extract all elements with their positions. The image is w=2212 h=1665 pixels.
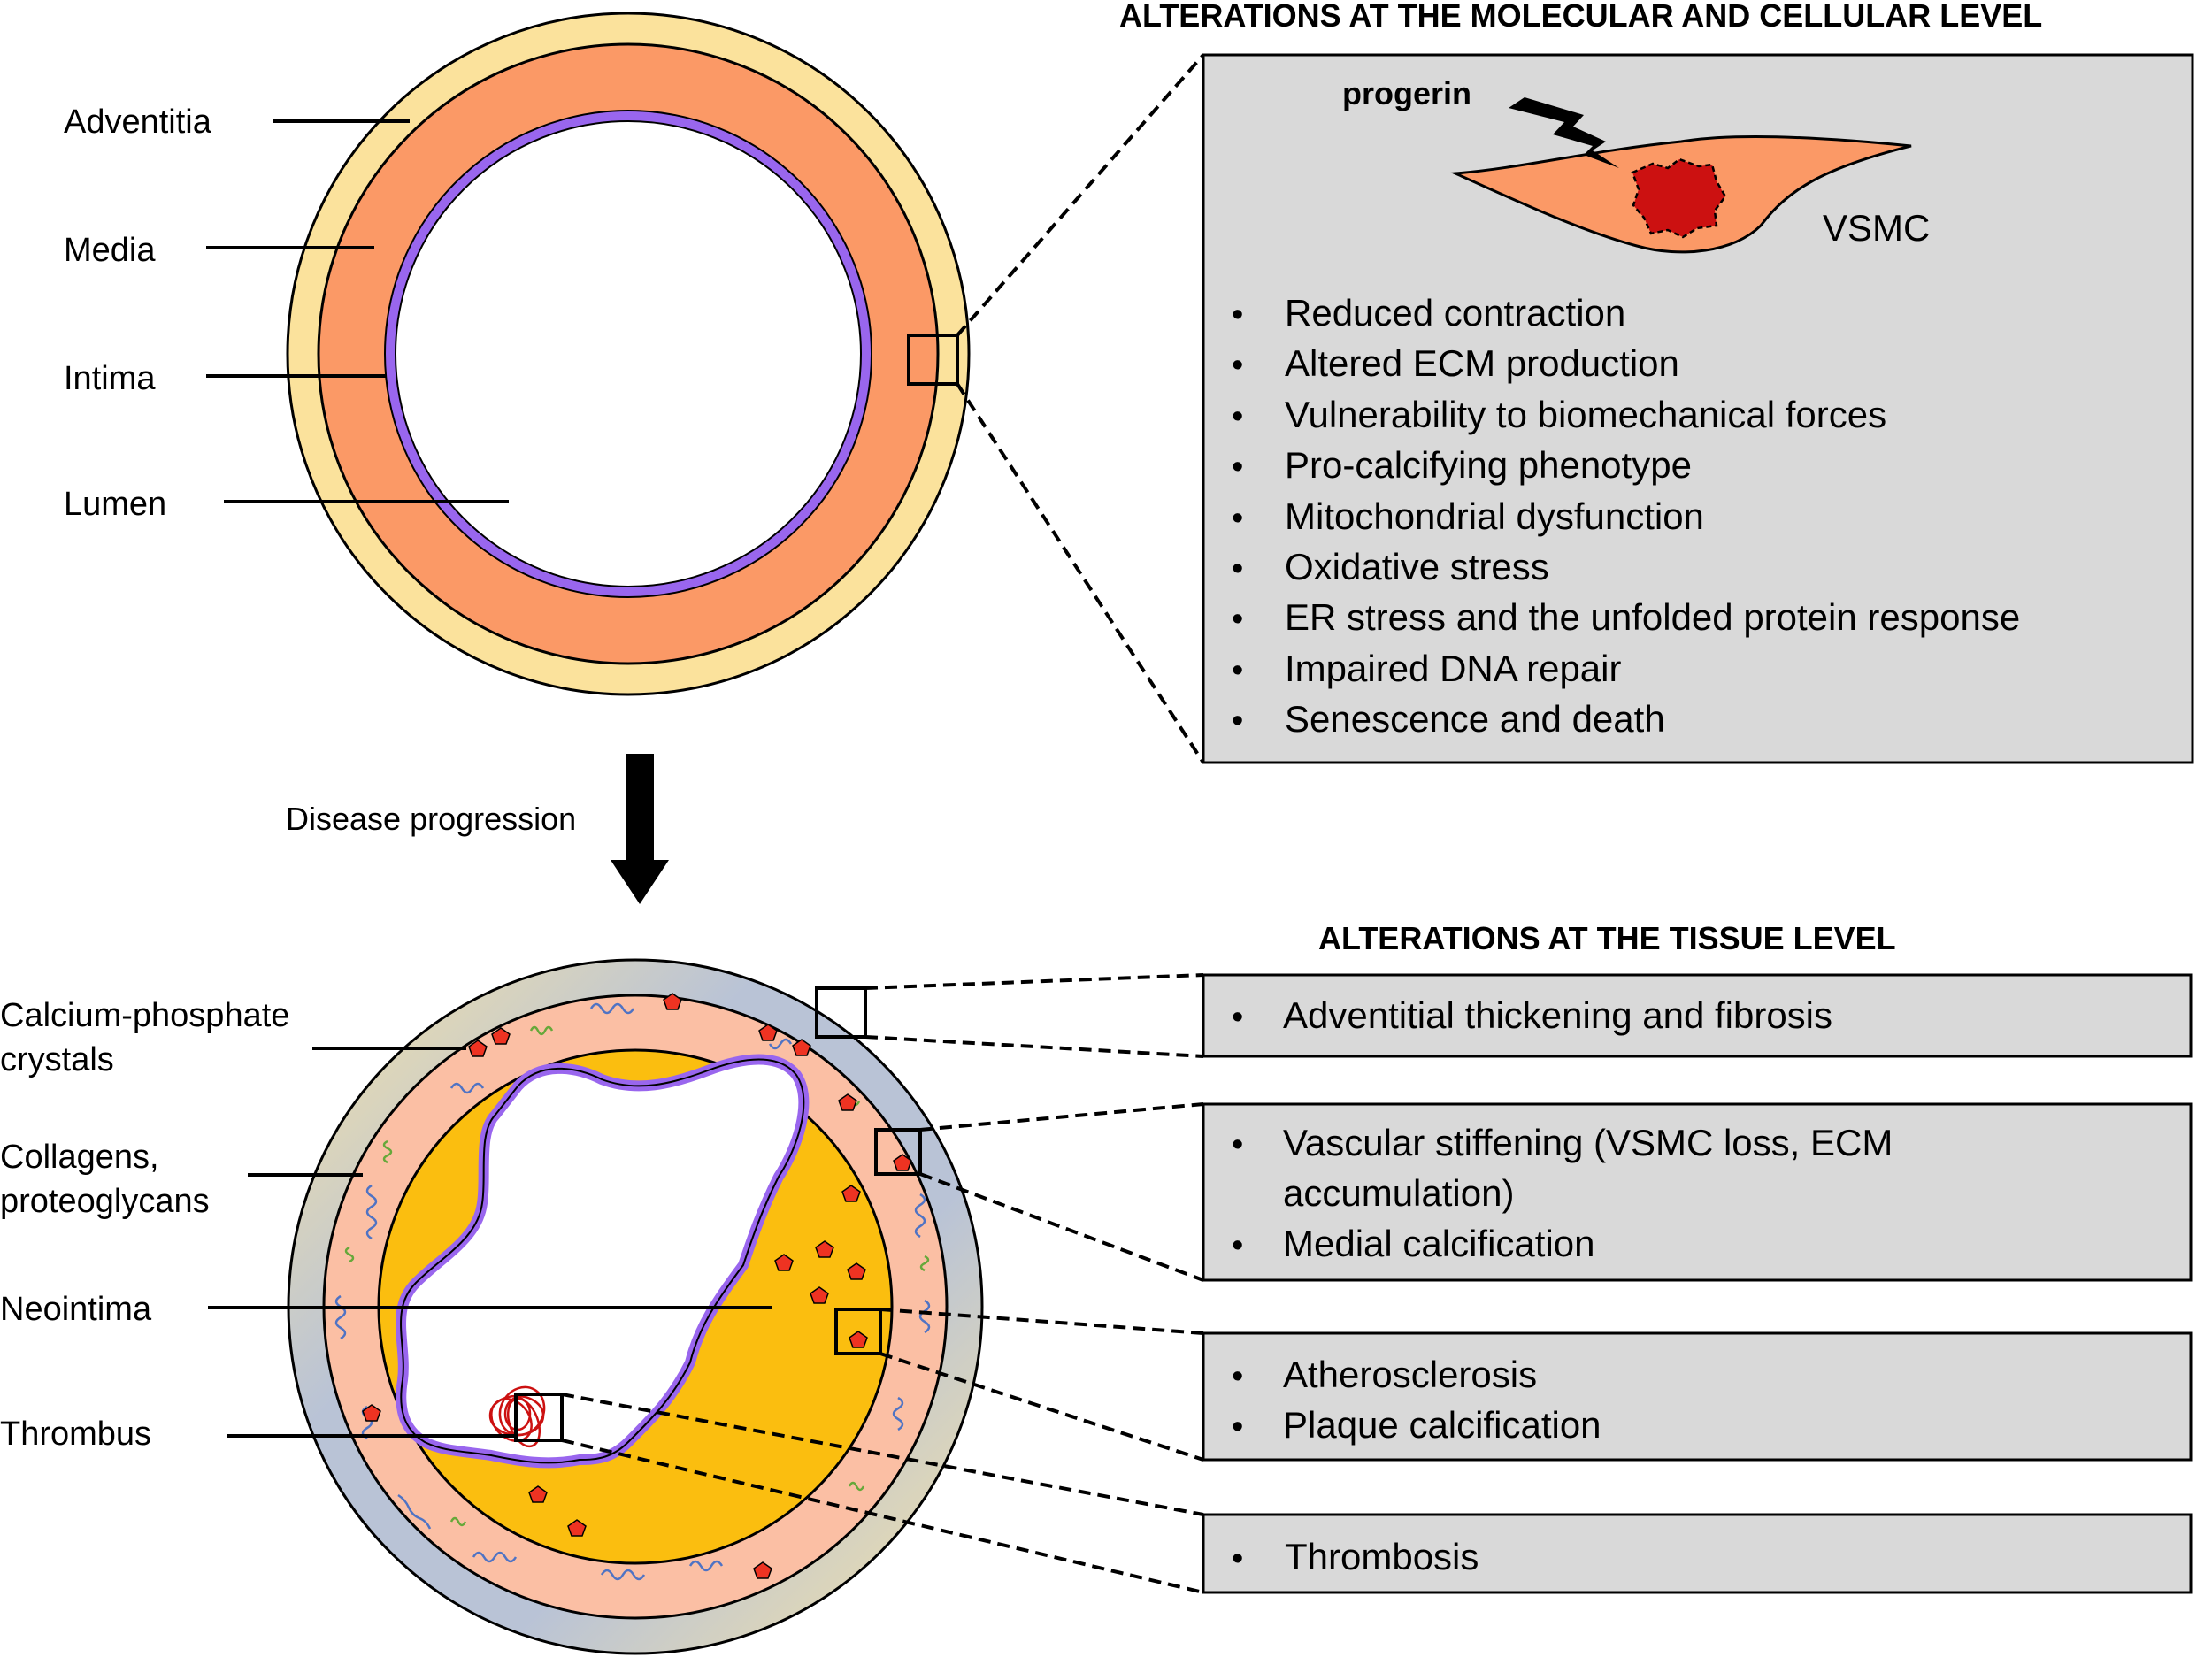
list-item-bullet: • — [1232, 999, 1243, 1036]
healthy-vessel — [286, 12, 971, 696]
tissue-box-4: • Thrombosis — [1202, 1513, 2193, 1594]
diseased-lumen-outline — [400, 1058, 805, 1464]
list-item-bullet: • — [1232, 296, 1243, 334]
list-item: Mitochondrial dysfunction — [1285, 495, 1704, 537]
list-item: Medial calcification — [1283, 1223, 1595, 1264]
healthy-labels: Adventitia Media Intima Lumen — [64, 104, 509, 523]
vsmc-illustration: progerin VSMC — [1342, 75, 1930, 254]
list-item-bullet: • — [1232, 398, 1243, 435]
collagen-label-line1: Collagens, — [0, 1139, 159, 1176]
collagen-fibers — [334, 1002, 931, 1581]
list-item-bullet: • — [1232, 601, 1243, 638]
list-item-bullet: • — [1232, 1358, 1243, 1395]
progerin-label: progerin — [1342, 75, 1471, 111]
list-item: Vulnerability to biomechanical forces — [1285, 394, 1886, 435]
list-item: Oxidative stress — [1285, 546, 1549, 587]
list-item: Thrombosis — [1285, 1536, 1479, 1577]
list-item: Pro-calcifying phenotype — [1285, 444, 1692, 486]
list-item: Plaque calcification — [1283, 1404, 1601, 1446]
progression-arrow: Disease progression — [286, 754, 669, 904]
list-item: ER stress and the unfolded protein respo… — [1285, 596, 2020, 638]
thrombus-label: Thrombus — [0, 1416, 151, 1453]
list-item: Impaired DNA repair — [1285, 648, 1621, 689]
lumen-label: Lumen — [64, 486, 166, 523]
tissue-box-2: • Vascular stiffening (VSMC loss, ECM ac… — [1202, 1102, 2193, 1282]
list-item-bullet: • — [1232, 1408, 1243, 1446]
list-item: Altered ECM production — [1285, 342, 1679, 384]
list-item: Adventitial thickening and fibrosis — [1283, 994, 1832, 1036]
list-item: Atherosclerosis — [1283, 1354, 1537, 1395]
list-item-bullet: • — [1232, 347, 1243, 384]
collagen-label-line2: proteoglycans — [0, 1183, 210, 1220]
list-item: Senescence and death — [1285, 698, 1665, 740]
tissue-zoom-box-4 — [514, 1393, 564, 1442]
molecular-panel-heading: ALTERATIONS AT THE MOLECULAR AND CELLULA… — [1119, 0, 2042, 34]
adventitia-label: Adventitia — [64, 104, 212, 141]
list-item-bullet: • — [1232, 449, 1243, 486]
vsmc-label: VSMC — [1823, 207, 1930, 249]
progression-label: Disease progression — [286, 801, 576, 837]
media-label: Media — [64, 232, 156, 269]
lumen — [395, 120, 862, 587]
list-item-bullet: • — [1232, 702, 1243, 740]
arrow-down-icon — [611, 860, 669, 904]
neointima-label: Neointima — [0, 1291, 152, 1328]
calcium-crystals — [362, 993, 912, 1579]
tissue-box-3: • Atherosclerosis • Plaque calcification — [1202, 1331, 2193, 1462]
molecular-zoom-box — [907, 334, 959, 386]
tissue-box-1: • Adventitial thickening and fibrosis — [1202, 973, 2193, 1058]
calcium-label-line2: crystals — [0, 1041, 114, 1078]
list-item: Vascular stiffening (VSMC loss, ECM — [1283, 1122, 1893, 1163]
tissue-zoom-box-1 — [815, 986, 867, 1039]
lightning-bolt-icon — [1509, 97, 1619, 168]
molecular-list: • Reduced contraction • Altered ECM prod… — [1232, 292, 2020, 740]
molecular-zoom-line-top — [956, 53, 1205, 337]
list-item-bullet: • — [1232, 500, 1243, 537]
list-item-bullet: • — [1232, 1540, 1243, 1577]
diseased-labels: Calcium-phosphate crystals Collagens, pr… — [0, 997, 772, 1453]
tissue-zoom-box-3 — [834, 1308, 882, 1355]
list-item-bullet: • — [1232, 1126, 1243, 1163]
tissue-zoom-box-2 — [874, 1128, 922, 1176]
list-item-bullet: • — [1232, 550, 1243, 587]
list-item: Reduced contraction — [1285, 292, 1625, 334]
tissue-panel-heading: ALTERATIONS AT THE TISSUE LEVEL — [1318, 920, 1896, 956]
tissue-zoom-lines — [561, 973, 1204, 1594]
intima-label: Intima — [64, 360, 156, 397]
calcium-label-line1: Calcium-phosphate — [0, 997, 289, 1034]
molecular-zoom-line-bottom — [956, 382, 1205, 764]
list-item-bullet: • — [1232, 652, 1243, 689]
list-item-continuation: accumulation) — [1283, 1172, 1514, 1214]
arrow-shaft — [626, 754, 654, 860]
progerin-nucleus — [1631, 157, 1727, 239]
list-item-bullet: • — [1232, 1227, 1243, 1264]
